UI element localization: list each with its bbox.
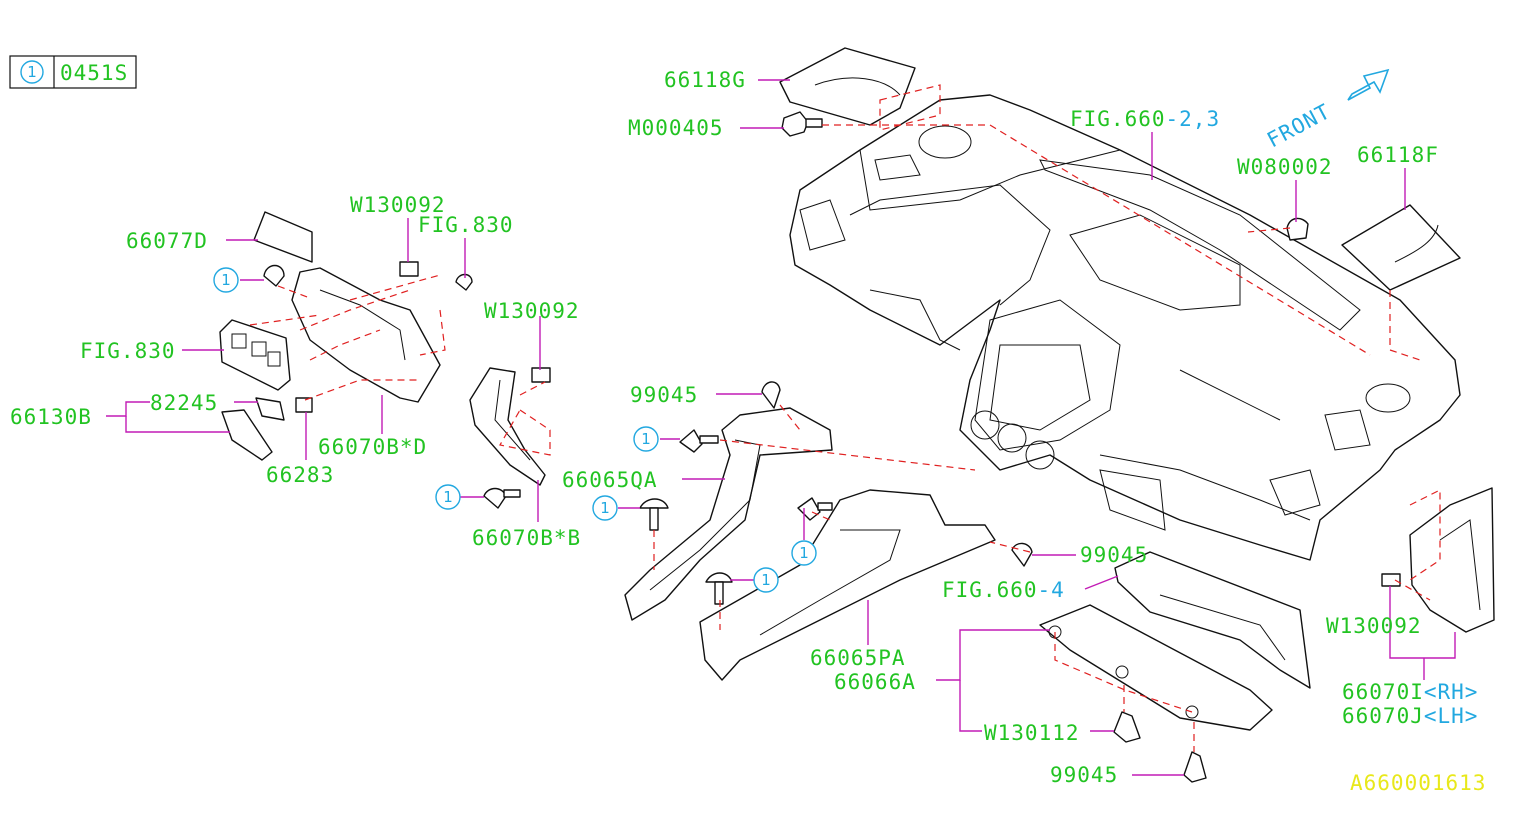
part-W130092-b	[531, 367, 551, 383]
part-99045-a	[761, 381, 781, 409]
callout-fig830-a[interactable]: FIG.830	[418, 213, 514, 237]
front-indicator: FRONT	[1263, 68, 1390, 152]
leader-lines	[106, 79, 1456, 776]
callout-66065PA[interactable]: 66065PA	[810, 646, 906, 670]
legend-ref-number: 1	[27, 63, 37, 81]
ref-number: 1	[641, 430, 651, 448]
legend-code: 0451S	[60, 61, 128, 85]
callout-W080002[interactable]: W080002	[1237, 155, 1333, 179]
callout-66070BD[interactable]: 66070B*D	[318, 435, 427, 459]
ref-number: 1	[600, 499, 610, 517]
callout-W130092-b[interactable]: W130092	[484, 299, 580, 323]
part-66283	[221, 409, 273, 461]
ref-number: 1	[761, 571, 771, 589]
callout-66070BB[interactable]: 66070B*B	[472, 526, 581, 550]
ref-circle	[753, 567, 779, 593]
ref-circle	[633, 426, 659, 452]
part-82245	[255, 397, 285, 421]
ref-marks: 1 1 1 1 1 1	[213, 267, 817, 593]
ref-circle	[592, 495, 618, 521]
instrument-panel	[789, 94, 1461, 561]
diagram-id: A660001613	[1350, 771, 1486, 795]
ref-number: 1	[443, 488, 453, 506]
front-label: FRONT	[1263, 99, 1335, 152]
callout-66118G[interactable]: 66118G	[664, 68, 746, 92]
ref-number: 1	[799, 544, 809, 562]
part-W130092-a	[399, 261, 419, 277]
front-arrow-icon	[1347, 68, 1390, 101]
legend-ref-circle	[20, 60, 44, 84]
callout-66066A[interactable]: 66066A	[834, 670, 916, 694]
callout-W130112[interactable]: W130112	[984, 721, 1080, 745]
part-M000405	[781, 111, 809, 137]
part-switch-panel	[219, 319, 291, 391]
callout-99045-a[interactable]: 99045	[630, 383, 698, 407]
callout-66283[interactable]: 66283	[266, 463, 334, 487]
callout-M000405[interactable]: M000405	[628, 116, 724, 140]
part-66118F	[1341, 204, 1461, 291]
callout-fig660-2-3[interactable]: FIG.660-2,3	[1070, 107, 1220, 131]
part-W130092-c	[1381, 573, 1401, 587]
part-99045-b	[1011, 542, 1033, 567]
callout-fig660-4[interactable]: FIG.660-4	[942, 578, 1065, 602]
callout-82245[interactable]: 82245	[150, 391, 218, 415]
part-66065QA	[624, 407, 833, 621]
part-99045-c	[1183, 751, 1207, 783]
phantom-lines	[249, 84, 1441, 752]
callout-66070J[interactable]: 66070J<LH>	[1342, 704, 1478, 728]
callout-W130092-c[interactable]: W130092	[1326, 614, 1422, 638]
callout-66130B[interactable]: 66130B	[10, 405, 92, 429]
part-W080002	[1286, 217, 1309, 241]
part-66065PA	[699, 489, 996, 681]
callout-99045-b[interactable]: 99045	[1080, 543, 1148, 567]
ref-circle	[791, 540, 817, 566]
part-glovebox	[1114, 551, 1311, 689]
callout-66077D[interactable]: 66077D	[126, 229, 208, 253]
callout-66070I[interactable]: 66070I<RH>	[1342, 680, 1478, 704]
callout-66065QA[interactable]: 66065QA	[562, 468, 658, 492]
part-66118G	[779, 47, 916, 126]
callout-99045-c[interactable]: 99045	[1050, 763, 1118, 787]
ref-circle	[435, 484, 461, 510]
part-66070I-J	[1409, 487, 1495, 633]
callout-fig830-b[interactable]: FIG.830	[80, 339, 176, 363]
legend: 1 0451S	[9, 55, 137, 89]
ref-circle	[213, 267, 239, 293]
callout-66118F[interactable]: 66118F	[1357, 143, 1439, 167]
part-W130112	[1113, 711, 1141, 743]
part-66077D	[253, 211, 313, 263]
part-66070BB	[469, 367, 546, 486]
callout-W130092-a[interactable]: W130092	[350, 193, 446, 217]
ref-number: 1	[221, 271, 231, 289]
part-66066A	[1039, 604, 1273, 731]
callout-labels: 66118G M000405 FIG.660-2,3 W080002 66118…	[10, 68, 1486, 795]
